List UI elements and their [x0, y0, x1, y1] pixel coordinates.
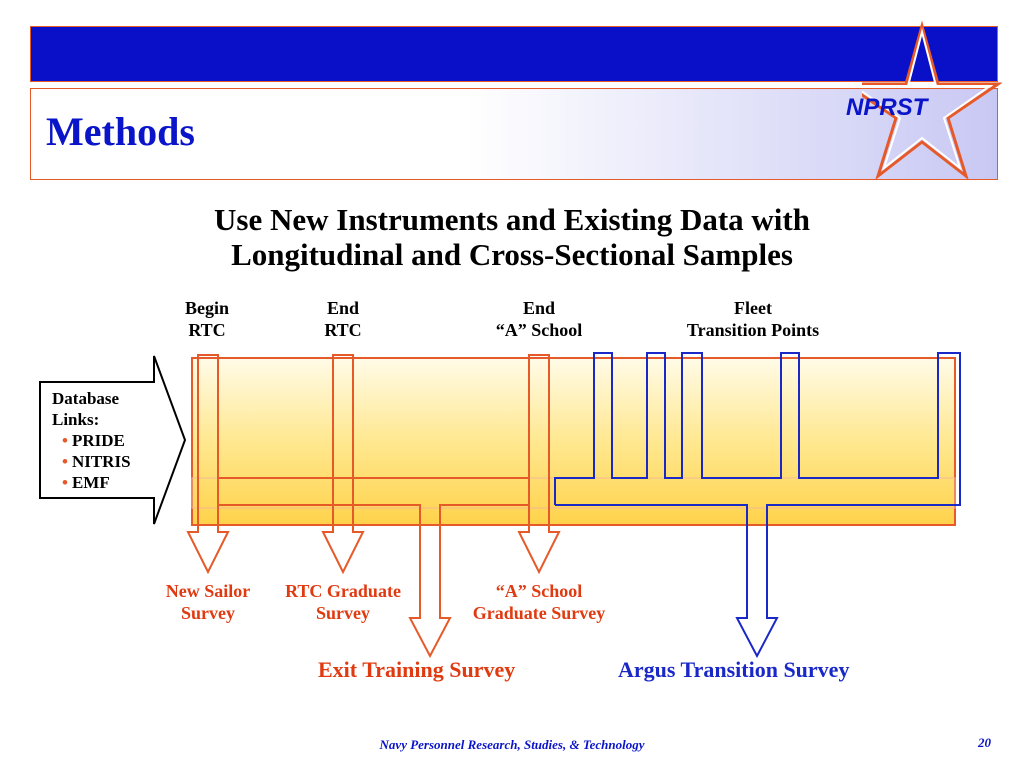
- survey-new-sailor: New Sailor Survey: [150, 580, 266, 624]
- slide-title: Methods: [46, 109, 195, 154]
- column-label-end-rtc: End RTC: [298, 297, 388, 341]
- column-label-line: RTC: [188, 320, 226, 340]
- column-label-end-a-school: End “A” School: [464, 297, 614, 341]
- subtitle-line: Longitudinal and Cross-Sectional Samples: [231, 237, 793, 272]
- survey-label-line: New Sailor: [165, 581, 251, 601]
- column-label-fleet-transition: Fleet Transition Points: [663, 297, 843, 341]
- column-label-line: Fleet: [734, 298, 772, 318]
- argus-transition-arrow: [554, 352, 961, 659]
- column-label-begin-rtc: Begin RTC: [162, 297, 252, 341]
- database-heading: Links:: [52, 410, 100, 429]
- column-label-line: End: [326, 298, 360, 318]
- star-logo-icon: [862, 20, 1002, 181]
- footer-organization: Navy Personnel Research, Studies, & Tech…: [379, 737, 645, 752]
- argus-transition-survey-label: Argus Transition Survey: [618, 657, 850, 682]
- database-arrow-shape: [39, 355, 187, 525]
- database-item-nitris: •NITRIS: [52, 451, 131, 472]
- column-label-line: Begin: [184, 298, 229, 318]
- exit-training-arrow: [218, 504, 529, 659]
- subtitle-line: Use New Instruments and Existing Data wi…: [214, 202, 810, 237]
- bullet-icon: •: [62, 473, 68, 492]
- timeline-bar: [191, 357, 956, 526]
- database-item-label: PRIDE: [71, 431, 125, 450]
- page-number: 20: [978, 735, 991, 750]
- database-item-label: NITRIS: [71, 452, 131, 471]
- header-band: [30, 26, 998, 82]
- column-label-line: End: [522, 298, 556, 318]
- database-item-emf: •EMF: [52, 472, 131, 493]
- rtc-graduate-arrow: [321, 354, 365, 575]
- database-links: Database Links: •PRIDE •NITRIS •EMF: [52, 388, 131, 493]
- survey-label-line: Graduate Survey: [472, 603, 606, 623]
- column-label-line: Transition Points: [686, 320, 820, 340]
- database-item-label: EMF: [71, 473, 110, 492]
- a-school-graduate-arrow: [517, 354, 561, 575]
- column-label-line: “A” School: [495, 320, 583, 340]
- bullet-icon: •: [62, 452, 68, 471]
- title-band: [30, 88, 998, 180]
- exit-training-survey-label: Exit Training Survey: [318, 657, 516, 682]
- database-item-pride: •PRIDE: [52, 430, 131, 451]
- new-sailor-arrow: [186, 354, 230, 575]
- column-label-line: RTC: [324, 320, 362, 340]
- logo-text: NPRST: [846, 94, 928, 121]
- survey-label-line: Survey: [316, 603, 370, 623]
- survey-label-line: RTC Graduate: [285, 581, 401, 601]
- survey-label-line: “A” School: [495, 581, 583, 601]
- slide-subtitle: Use New Instruments and Existing Data wi…: [0, 202, 1024, 272]
- database-heading: Database: [52, 389, 120, 408]
- bullet-icon: •: [62, 431, 68, 450]
- survey-a-school-graduate: “A” School Graduate Survey: [454, 580, 624, 624]
- survey-rtc-graduate: RTC Graduate Survey: [270, 580, 416, 624]
- survey-label-line: Survey: [181, 603, 235, 623]
